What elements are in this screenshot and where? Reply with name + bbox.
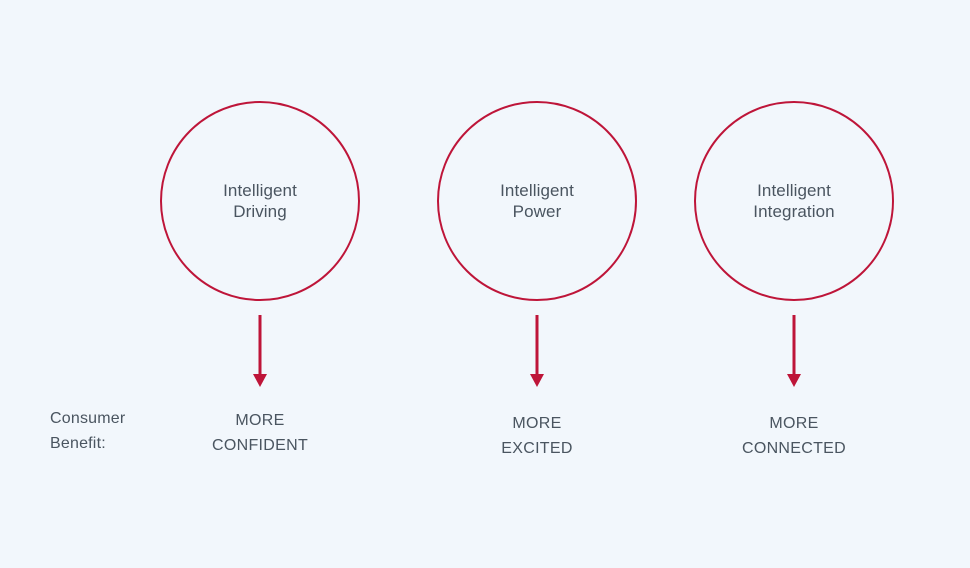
benefit-label-more-connected: MORE CONNECTED xyxy=(741,415,847,457)
node-circle-intelligent-power[interactable]: Intelligent Power xyxy=(437,101,637,301)
arrow-power-to-excited xyxy=(529,315,545,387)
consumer-benefit-row-label: Consumer Benefit: xyxy=(50,410,126,452)
node-circle-intelligent-driving[interactable]: Intelligent Driving xyxy=(160,101,360,301)
arrow-down-icon xyxy=(253,374,267,387)
benefit-label-more-excited: MORE EXCITED xyxy=(501,415,573,457)
arrow-down-icon xyxy=(787,374,801,387)
benefit-label-more-confident: MORE CONFIDENT xyxy=(211,412,309,454)
node-label-intelligent-driving: Intelligent Driving xyxy=(223,181,297,221)
arrow-shaft-icon xyxy=(258,315,262,375)
arrow-down-icon xyxy=(530,374,544,387)
arrow-shaft-icon xyxy=(535,315,539,375)
node-circle-intelligent-integration[interactable]: Intelligent Integration xyxy=(694,101,894,301)
arrow-driving-to-confident xyxy=(252,315,268,387)
arrow-shaft-icon xyxy=(792,315,796,375)
node-label-intelligent-integration: Intelligent Integration xyxy=(753,181,835,221)
node-label-intelligent-power: Intelligent Power xyxy=(500,181,574,221)
arrow-integration-to-connected xyxy=(786,315,802,387)
